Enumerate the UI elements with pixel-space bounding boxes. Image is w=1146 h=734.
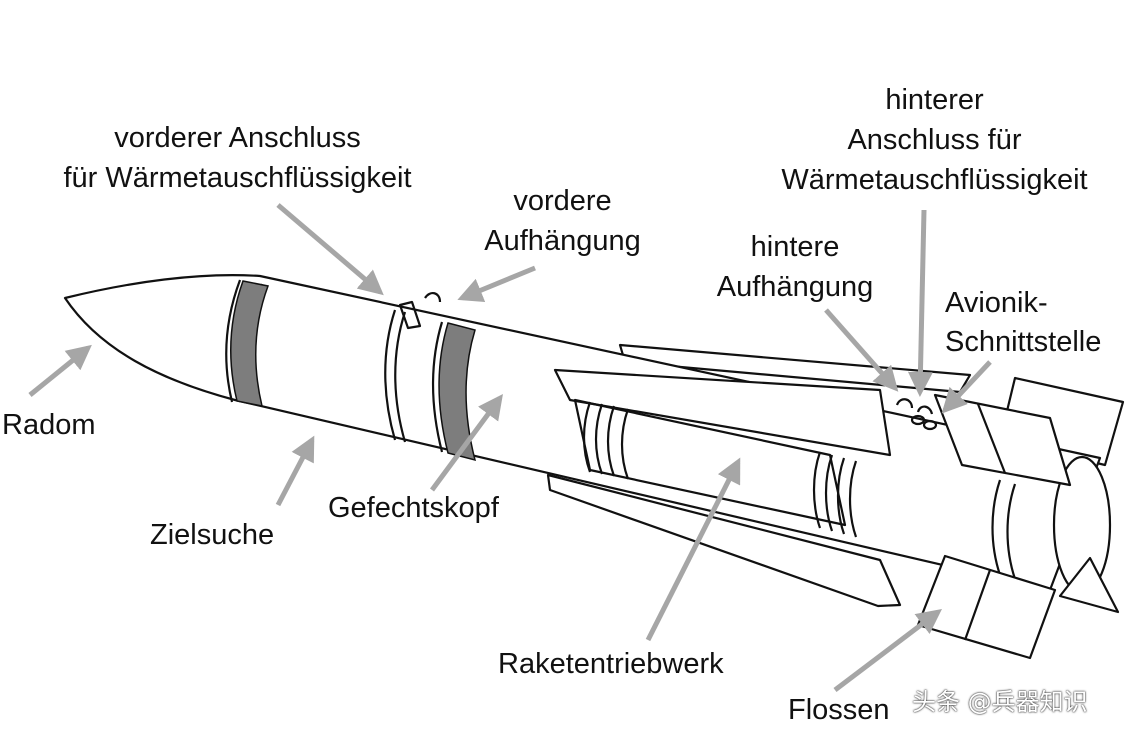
lower-control-fin-line (963, 569, 992, 641)
label-vorderer-anschluss-line1: vorderer Anschluss (114, 122, 361, 154)
label-hinterer-anschluss-line1: hinterer (885, 84, 984, 116)
rear-connector-2 (910, 414, 926, 426)
label-zielsuche: Zielsuche (150, 519, 275, 551)
arrow-radom (28, 344, 92, 397)
label-hinterer-anschluss-line3: Wärmetauschflüssigkeit (781, 164, 1088, 196)
rear-connector (922, 419, 938, 431)
seeker-band (230, 280, 270, 407)
label-vordere-aufhaengung-line2: Aufhängung (484, 225, 641, 257)
label-vorderer-anschluss-line2: für Wärmetauschflüssigkeit (63, 162, 412, 194)
warhead-band (438, 322, 477, 462)
rear-ring-2 (1006, 483, 1017, 580)
front-suspension-lug (398, 292, 442, 330)
warhead-ring-3 (431, 321, 444, 453)
arrow-vorderer-anschluss (276, 203, 384, 296)
missile-outline (63, 274, 1125, 660)
label-hinterer-anschluss-line2: Anschluss für (847, 124, 1022, 156)
arrow-raketentriebwerk (645, 457, 741, 642)
engine-ring-2 (594, 403, 604, 475)
upper-control-fin-line (976, 403, 1007, 474)
warhead-ring-2 (394, 311, 407, 443)
engine-ring-3 (606, 405, 616, 477)
lower-wing (546, 473, 902, 608)
label-raketentriebwerk: Raketentriebwerk (498, 648, 724, 680)
lower-control-fin (916, 554, 1057, 660)
label-flossen: Flossen (788, 694, 890, 726)
small-lower-fin (1058, 556, 1120, 614)
rear-ring-1 (991, 479, 1002, 576)
upper-control-fin (933, 393, 1072, 487)
arrow-flossen (833, 608, 942, 692)
grey-bands (230, 280, 477, 462)
arrow-zielsuche (275, 435, 315, 507)
warhead-ring-1 (384, 309, 397, 441)
engine-ring-1 (582, 401, 592, 473)
nozzle-ring-3 (836, 457, 846, 535)
arrow-gefechtskopf (429, 393, 503, 492)
engine-ring-4 (620, 408, 630, 480)
rear-suspension-lug (895, 398, 934, 415)
nozzle-ring-4 (848, 460, 858, 538)
annotation-arrows (28, 203, 992, 692)
label-avionik-line2: Schnittstelle (945, 326, 1102, 358)
radome-seam (225, 279, 242, 403)
label-gefechtskopf: Gefechtskopf (328, 492, 499, 524)
label-hintere-aufhaengung-line1: hintere (750, 231, 840, 263)
nozzle-ring-1 (812, 451, 822, 529)
label-vordere-aufhaengung-line1: vordere (513, 185, 612, 217)
arrow-avionik (941, 360, 992, 414)
arrow-vordere-aufhaengung (457, 265, 536, 302)
engine-cover-top (553, 368, 892, 457)
label-radom: Radom (2, 409, 96, 441)
watermark: 头条 @兵器知识 (912, 688, 1088, 716)
label-avionik-line1: Avionik- (945, 287, 1048, 319)
label-hintere-aufhaengung-line2: Aufhängung (716, 271, 874, 303)
nozzle-ring-2 (824, 454, 834, 532)
arrow-hinterer-anschluss (907, 209, 933, 397)
arrow-hintere-aufhaengung (824, 308, 899, 392)
